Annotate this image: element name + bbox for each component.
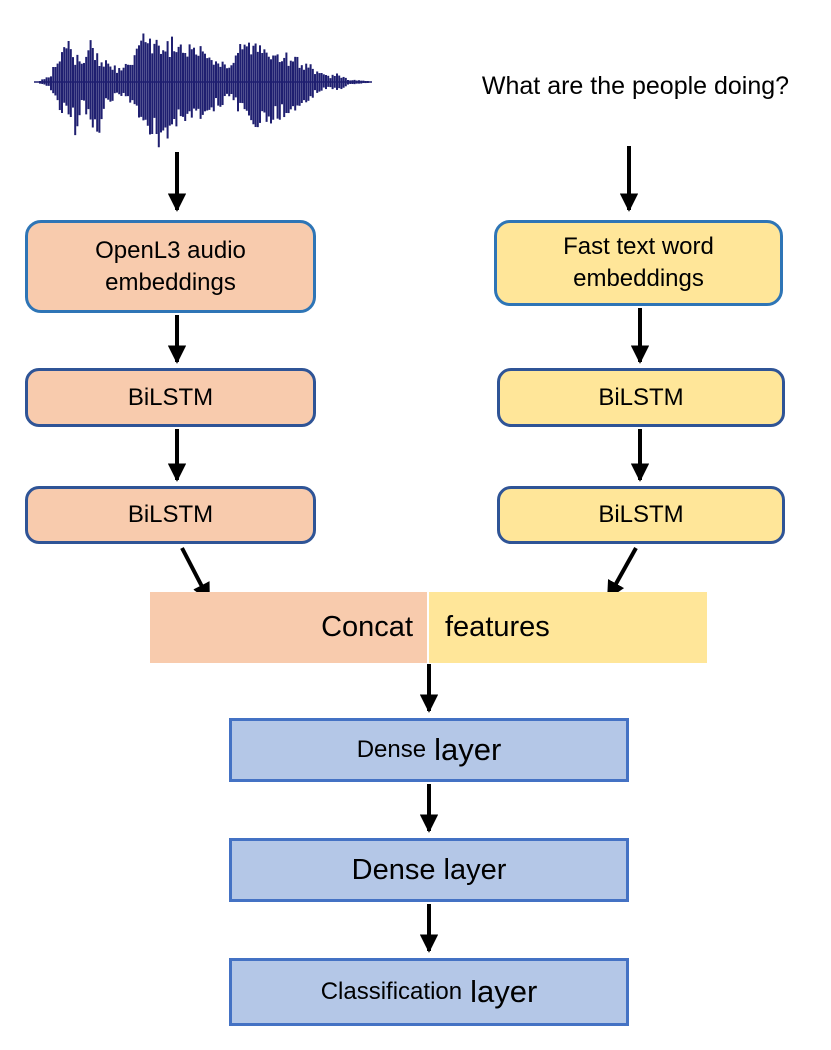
dense-layer1-word1: Dense <box>356 736 427 763</box>
audio-bilstm2-box: BiLSTM <box>25 486 316 544</box>
classification-layer-box: Classification layer <box>229 958 629 1026</box>
concat-label: Concat <box>321 611 413 643</box>
fasttext-word-embeddings-label: Fast text word embeddings <box>563 233 714 292</box>
dense-layer1-word2: layer <box>434 732 502 767</box>
dense-layer2-box: Dense layer <box>229 838 629 902</box>
classification-word2: layer <box>470 974 538 1009</box>
arrow-bilstm2-to-concat-right <box>606 547 638 600</box>
text-bilstm1-box: BiLSTM <box>497 368 785 427</box>
text-bilstm2-box: BiLSTM <box>497 486 785 544</box>
openl3-audio-embeddings-label: OpenL3 audio embeddings <box>95 236 246 296</box>
audio-bilstm1-box: BiLSTM <box>25 368 316 427</box>
dense-layer1-box: Dense layer <box>229 718 629 782</box>
features-label: features <box>445 611 550 643</box>
question-text: What are the people doing? <box>481 72 790 100</box>
text-bilstm1-label: BiLSTM <box>598 383 684 411</box>
classification-word1: Classification <box>320 978 463 1005</box>
openl3-audio-embeddings-box: OpenL3 audio embeddings <box>25 220 316 313</box>
text-bilstm2-label: BiLSTM <box>598 501 684 528</box>
concat-box-left: Concat <box>150 592 427 663</box>
concat-box-right: features <box>429 592 707 663</box>
audio-bilstm1-label: BiLSTM <box>127 383 214 411</box>
dense-layer2-label: Dense layer <box>351 853 507 886</box>
fasttext-word-embeddings-box: Fast text word embeddings <box>494 220 783 306</box>
audio-waveform-icon <box>34 33 372 148</box>
audio-bilstm2-label: BiLSTM <box>127 501 214 528</box>
